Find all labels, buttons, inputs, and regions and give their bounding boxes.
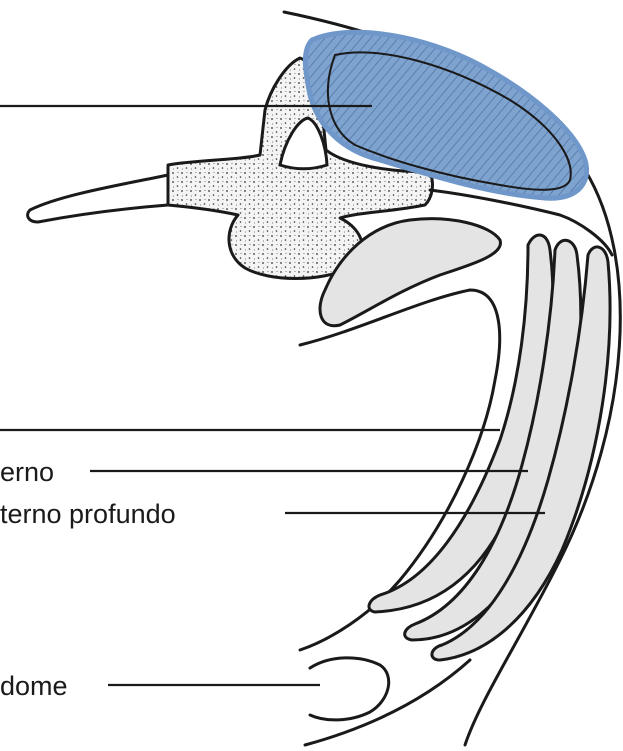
label-abdome: dome: [0, 671, 68, 701]
label-intercostal-interno-profundo: terno profundo: [0, 499, 176, 529]
abdomen-organ: [310, 658, 389, 720]
label-intercostal-externo: erno: [0, 457, 54, 487]
transverse-process-left: [28, 175, 168, 222]
